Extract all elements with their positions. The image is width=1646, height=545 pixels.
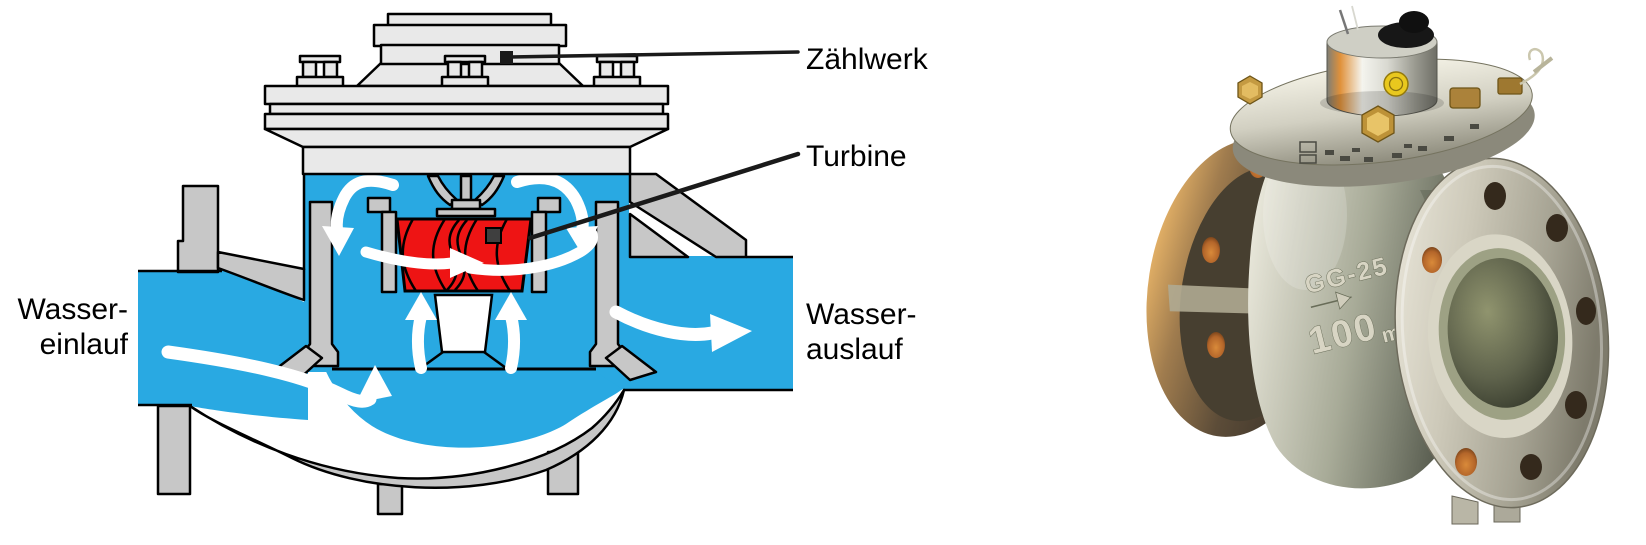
outlet-flow-arrow xyxy=(609,305,752,352)
cage-post-right xyxy=(530,210,548,294)
photo-cap-pin2 xyxy=(1351,5,1359,31)
top-flange-plate xyxy=(263,84,670,106)
riser-arrow-left xyxy=(405,292,437,374)
brass-hex-bolt-front-face xyxy=(1367,112,1389,136)
water-outlet-pipe xyxy=(596,256,793,390)
seat-diagonal-right xyxy=(604,344,658,382)
foot-center xyxy=(376,482,404,516)
top-flange-gasket xyxy=(268,102,665,116)
label-zaehlwerk: Zählwerk xyxy=(806,43,928,76)
flange-bolt-left xyxy=(295,54,345,89)
zaehlwerk-marker xyxy=(500,51,513,64)
outlet-flange-stub-lower xyxy=(628,212,690,259)
photo-cap-pin xyxy=(1338,9,1350,35)
spindle-hub xyxy=(450,198,482,211)
photo-right-flange xyxy=(1394,157,1610,509)
meter-body xyxy=(156,172,748,516)
photo-lid-stamps xyxy=(1299,124,1479,164)
diffuser-cone xyxy=(433,293,494,354)
cage-bracket-right xyxy=(536,196,562,214)
leader-lines xyxy=(500,50,801,241)
water-outlines xyxy=(138,172,793,407)
housing-taper xyxy=(263,127,670,149)
label-wasser-auslauf-line2: auslauf xyxy=(806,333,903,366)
label-wasser-auslauf-line1: Wasser- xyxy=(806,298,917,331)
photo-right-flange-bolt-holes xyxy=(1422,182,1596,480)
top-curve-arrow-left xyxy=(322,174,399,256)
upper-body xyxy=(301,145,632,176)
cage-bracket-left xyxy=(366,196,392,214)
photo-seal-wire xyxy=(1519,47,1545,86)
riser-arrow-right xyxy=(495,292,527,374)
label-wasser-einlauf: Wasser- einlauf xyxy=(0,292,128,362)
inlet-upper-wall xyxy=(216,250,306,302)
inlet-flow-arrow xyxy=(161,345,392,408)
photo-bore xyxy=(1447,258,1559,408)
bottom-shell xyxy=(188,388,626,489)
photo-cap-shadow xyxy=(1320,91,1444,115)
flange-bolt-right xyxy=(592,54,642,89)
label-wasser-einlauf-line2: einlauf xyxy=(39,328,128,361)
water-inlet-pipe xyxy=(138,270,308,420)
brass-knurl-nut xyxy=(1449,87,1481,109)
housing-cap-mid xyxy=(372,23,568,48)
zaehlwerk-leader-line xyxy=(508,50,800,59)
photo-seal-sticker-ring xyxy=(1388,76,1404,92)
top-flange-lower xyxy=(263,112,670,131)
inlet-flange-stub xyxy=(176,184,220,274)
brass-hex-bolt-left-face xyxy=(1242,82,1258,99)
photo-brass-fittings xyxy=(1237,47,1554,143)
meter-photo: GG-25 100 mm xyxy=(1146,5,1610,525)
photo-flange-foot-left xyxy=(1451,495,1479,525)
label-wasser-auslauf: Wasser- auslauf xyxy=(806,297,917,367)
meter-cross-section-diagram xyxy=(138,12,801,516)
foot-left xyxy=(156,404,192,496)
photo-register-cap xyxy=(1320,5,1444,117)
cage-post-left xyxy=(380,210,398,294)
label-wasser-einlauf-line1: Wasser- xyxy=(17,293,128,326)
spindle-plate xyxy=(435,207,497,218)
label-turbine: Turbine xyxy=(806,140,907,173)
spindle xyxy=(459,174,473,202)
photo-cap-dome xyxy=(1399,11,1429,33)
flow-arrows xyxy=(161,172,752,408)
turbine-marker-square xyxy=(485,227,502,244)
turbine-leader-line xyxy=(527,151,801,241)
register-housing xyxy=(263,12,670,176)
photo-seal-sticker xyxy=(1383,71,1409,97)
cast-arrow xyxy=(1310,291,1353,310)
photo-seal-wire-pin xyxy=(1532,56,1554,74)
rotation-arrow xyxy=(360,228,598,278)
brass-fitting-right xyxy=(1497,77,1523,95)
water-bowl xyxy=(306,294,624,448)
